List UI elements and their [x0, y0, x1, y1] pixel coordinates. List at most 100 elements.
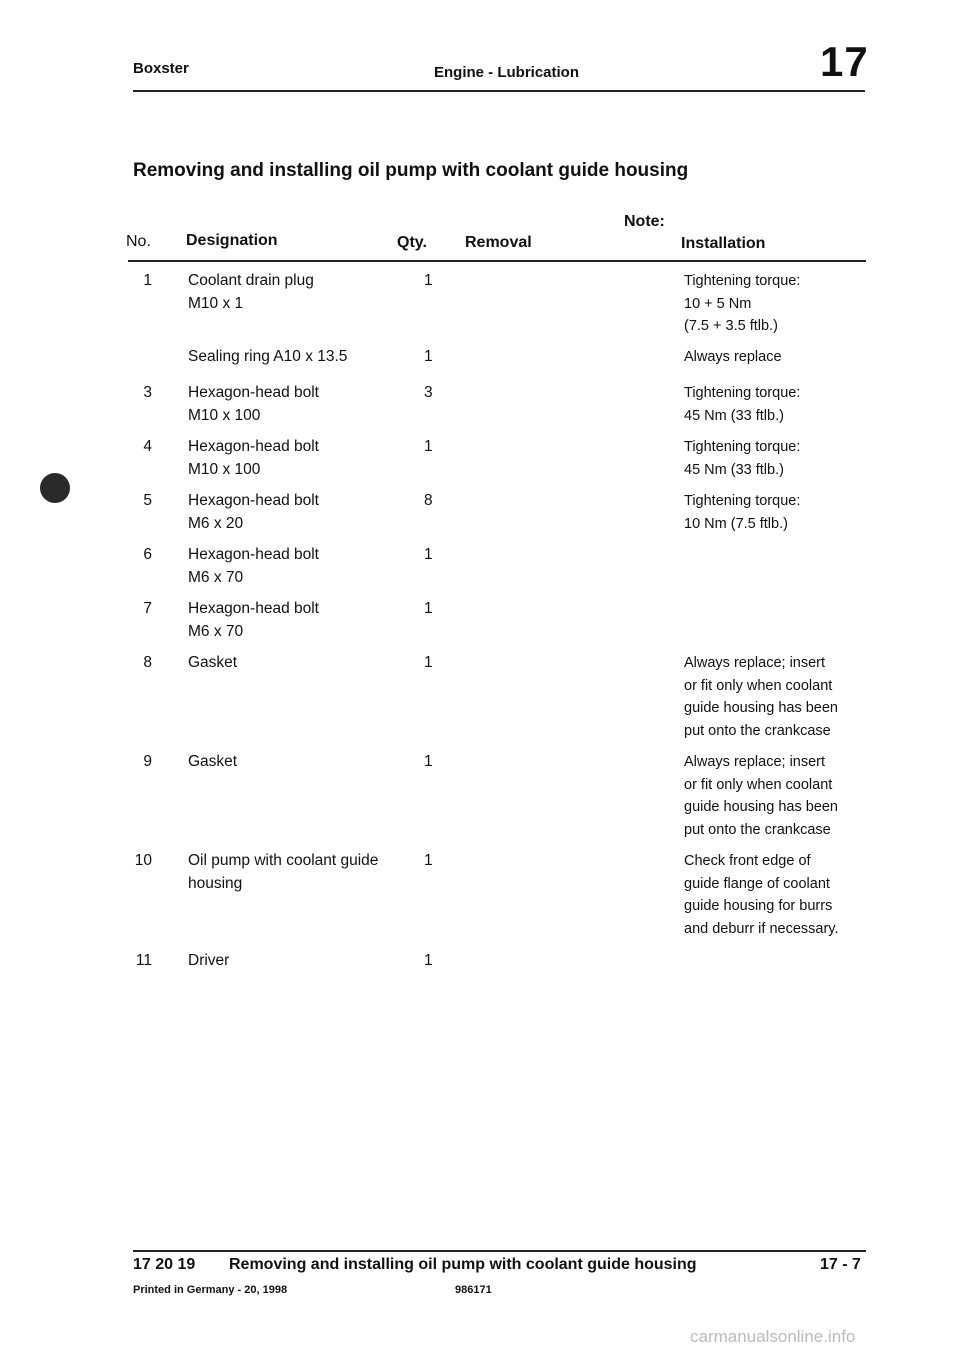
- row-number: 10: [134, 852, 152, 869]
- column-header-qty: Qty.: [397, 234, 427, 251]
- installation-line: Always replace: [684, 349, 782, 365]
- row-designation: Gasket: [188, 751, 237, 774]
- row-installation-note: Tightening torque: 10 Nm (7.5 ftlb.): [684, 490, 800, 535]
- footer-title: Removing and installing oil pump with co…: [229, 1256, 697, 1273]
- row-number: 7: [143, 600, 152, 617]
- designation-line: M6 x 70: [188, 622, 244, 640]
- row-qty: 1: [424, 546, 433, 563]
- designation-line: Sealing ring A10 x 13.5: [188, 348, 348, 365]
- installation-line: guide housing has been: [684, 799, 838, 815]
- designation-line: Hexagon-head bolt: [188, 384, 319, 401]
- footer-title-line: 17 20 19 Removing and installing oil pump…: [133, 1256, 697, 1274]
- installation-line: 10 + 5 Nm: [684, 295, 752, 312]
- row-designation: Driver: [188, 950, 229, 973]
- designation-line: Oil pump with coolant guide: [188, 852, 379, 869]
- row-qty: 1: [424, 952, 433, 969]
- row-number: 11: [135, 952, 152, 969]
- installation-line: Tightening torque:: [684, 385, 801, 401]
- row-designation: Hexagon-head bolt M6 x 20: [188, 490, 319, 535]
- row-qty: 8: [424, 492, 433, 509]
- designation-line: Gasket: [188, 654, 238, 671]
- installation-line: 10 Nm (7.5 ftlb.): [684, 515, 788, 532]
- row-number: 3: [143, 384, 152, 401]
- designation-line: Hexagon-head bolt: [188, 438, 319, 455]
- footer-divider: [133, 1250, 866, 1252]
- designation-line: M6 x 20: [188, 514, 244, 532]
- designation-line: Gasket: [188, 753, 238, 770]
- designation-line: housing: [188, 874, 243, 892]
- designation-line: Driver: [188, 952, 230, 969]
- installation-line: Always replace; insert: [684, 754, 826, 770]
- installation-line: 45 Nm (33 ftlb.): [684, 407, 784, 424]
- installation-line: Tightening torque:: [684, 273, 801, 289]
- installation-line: put onto the crankcase: [684, 821, 831, 838]
- row-qty: 1: [424, 654, 433, 671]
- designation-line: M10 x 100: [188, 406, 261, 424]
- row-installation-note: Tightening torque: 45 Nm (33 ftlb.): [684, 436, 800, 481]
- installation-line: guide housing has been: [684, 700, 838, 716]
- designation-line: Hexagon-head bolt: [188, 600, 319, 617]
- row-number: 8: [143, 654, 152, 671]
- installation-line: guide housing for burrs: [684, 898, 833, 914]
- row-number: 9: [143, 753, 152, 770]
- row-qty: 1: [424, 438, 433, 455]
- row-installation-note: Check front edge of guide flange of coola…: [684, 850, 838, 940]
- row-designation: Gasket: [188, 652, 237, 675]
- column-header-removal: Removal: [465, 234, 532, 251]
- row-number: 4: [143, 438, 152, 455]
- page-number: 17 - 7: [820, 1256, 861, 1273]
- designation-line: Hexagon-head bolt: [188, 546, 319, 563]
- header-group-number: 17: [820, 38, 869, 85]
- row-number: 1: [143, 272, 152, 289]
- installation-line: Check front edge of: [684, 853, 811, 869]
- row-qty: 1: [424, 272, 433, 289]
- installation-line: and deburr if necessary.: [684, 920, 839, 937]
- page-title: Removing and installing oil pump with co…: [133, 160, 689, 181]
- row-installation-note: Always replace; insert or fit only when c…: [684, 652, 838, 742]
- row-number: 6: [143, 546, 152, 563]
- row-designation: Oil pump with coolant guide housing: [188, 850, 378, 895]
- installation-line: 45 Nm (33 ftlb.): [684, 461, 784, 478]
- row-designation: Hexagon-head bolt M6 x 70: [188, 598, 319, 643]
- row-designation: Sealing ring A10 x 13.5: [188, 346, 347, 369]
- watermark: carmanualsonline.info: [690, 1327, 856, 1346]
- footer-code: 17 20 19: [133, 1256, 196, 1273]
- column-header-no: No.: [126, 233, 151, 250]
- row-installation-note: Tightening torque: 45 Nm (33 ftlb.): [684, 382, 800, 427]
- installation-line: or fit only when coolant: [684, 677, 833, 694]
- table-header-divider: [128, 260, 866, 262]
- column-header-designation: Designation: [186, 232, 278, 249]
- row-qty: 3: [424, 384, 433, 401]
- row-number: 5: [143, 492, 152, 509]
- column-header-installation: Installation: [681, 235, 766, 252]
- header-section: Engine - Lubrication: [434, 64, 579, 81]
- column-header-note: Note:: [624, 213, 665, 230]
- row-qty: 1: [424, 852, 433, 869]
- row-qty: 1: [424, 753, 433, 770]
- designation-line: M10 x 100: [188, 460, 261, 478]
- row-installation-note: Always replace; insert or fit only when c…: [684, 751, 838, 841]
- printed-note: Printed in Germany - 20, 1998: [133, 1284, 288, 1296]
- row-installation-note: Always replace: [684, 346, 782, 369]
- row-qty: 1: [424, 600, 433, 617]
- row-installation-note: Tightening torque: 10 + 5 Nm (7.5 + 3.5 ft…: [684, 270, 800, 338]
- installation-line: guide flange of coolant: [684, 875, 830, 892]
- installation-line: Always replace; insert: [684, 655, 826, 671]
- document-number: 986171: [455, 1284, 492, 1296]
- installation-line: or fit only when coolant: [684, 776, 833, 793]
- header-divider: [133, 90, 865, 92]
- installation-line: Tightening torque:: [684, 493, 801, 509]
- designation-line: Coolant drain plug: [188, 272, 314, 289]
- binder-hole: [40, 473, 70, 503]
- header-model: Boxster: [133, 60, 189, 77]
- installation-line: Tightening torque:: [684, 439, 801, 455]
- installation-line: (7.5 + 3.5 ftlb.): [684, 318, 778, 334]
- installation-line: put onto the crankcase: [684, 722, 831, 739]
- row-qty: 1: [424, 348, 433, 365]
- designation-line: Hexagon-head bolt: [188, 492, 319, 509]
- designation-line: M10 x 1: [188, 294, 244, 312]
